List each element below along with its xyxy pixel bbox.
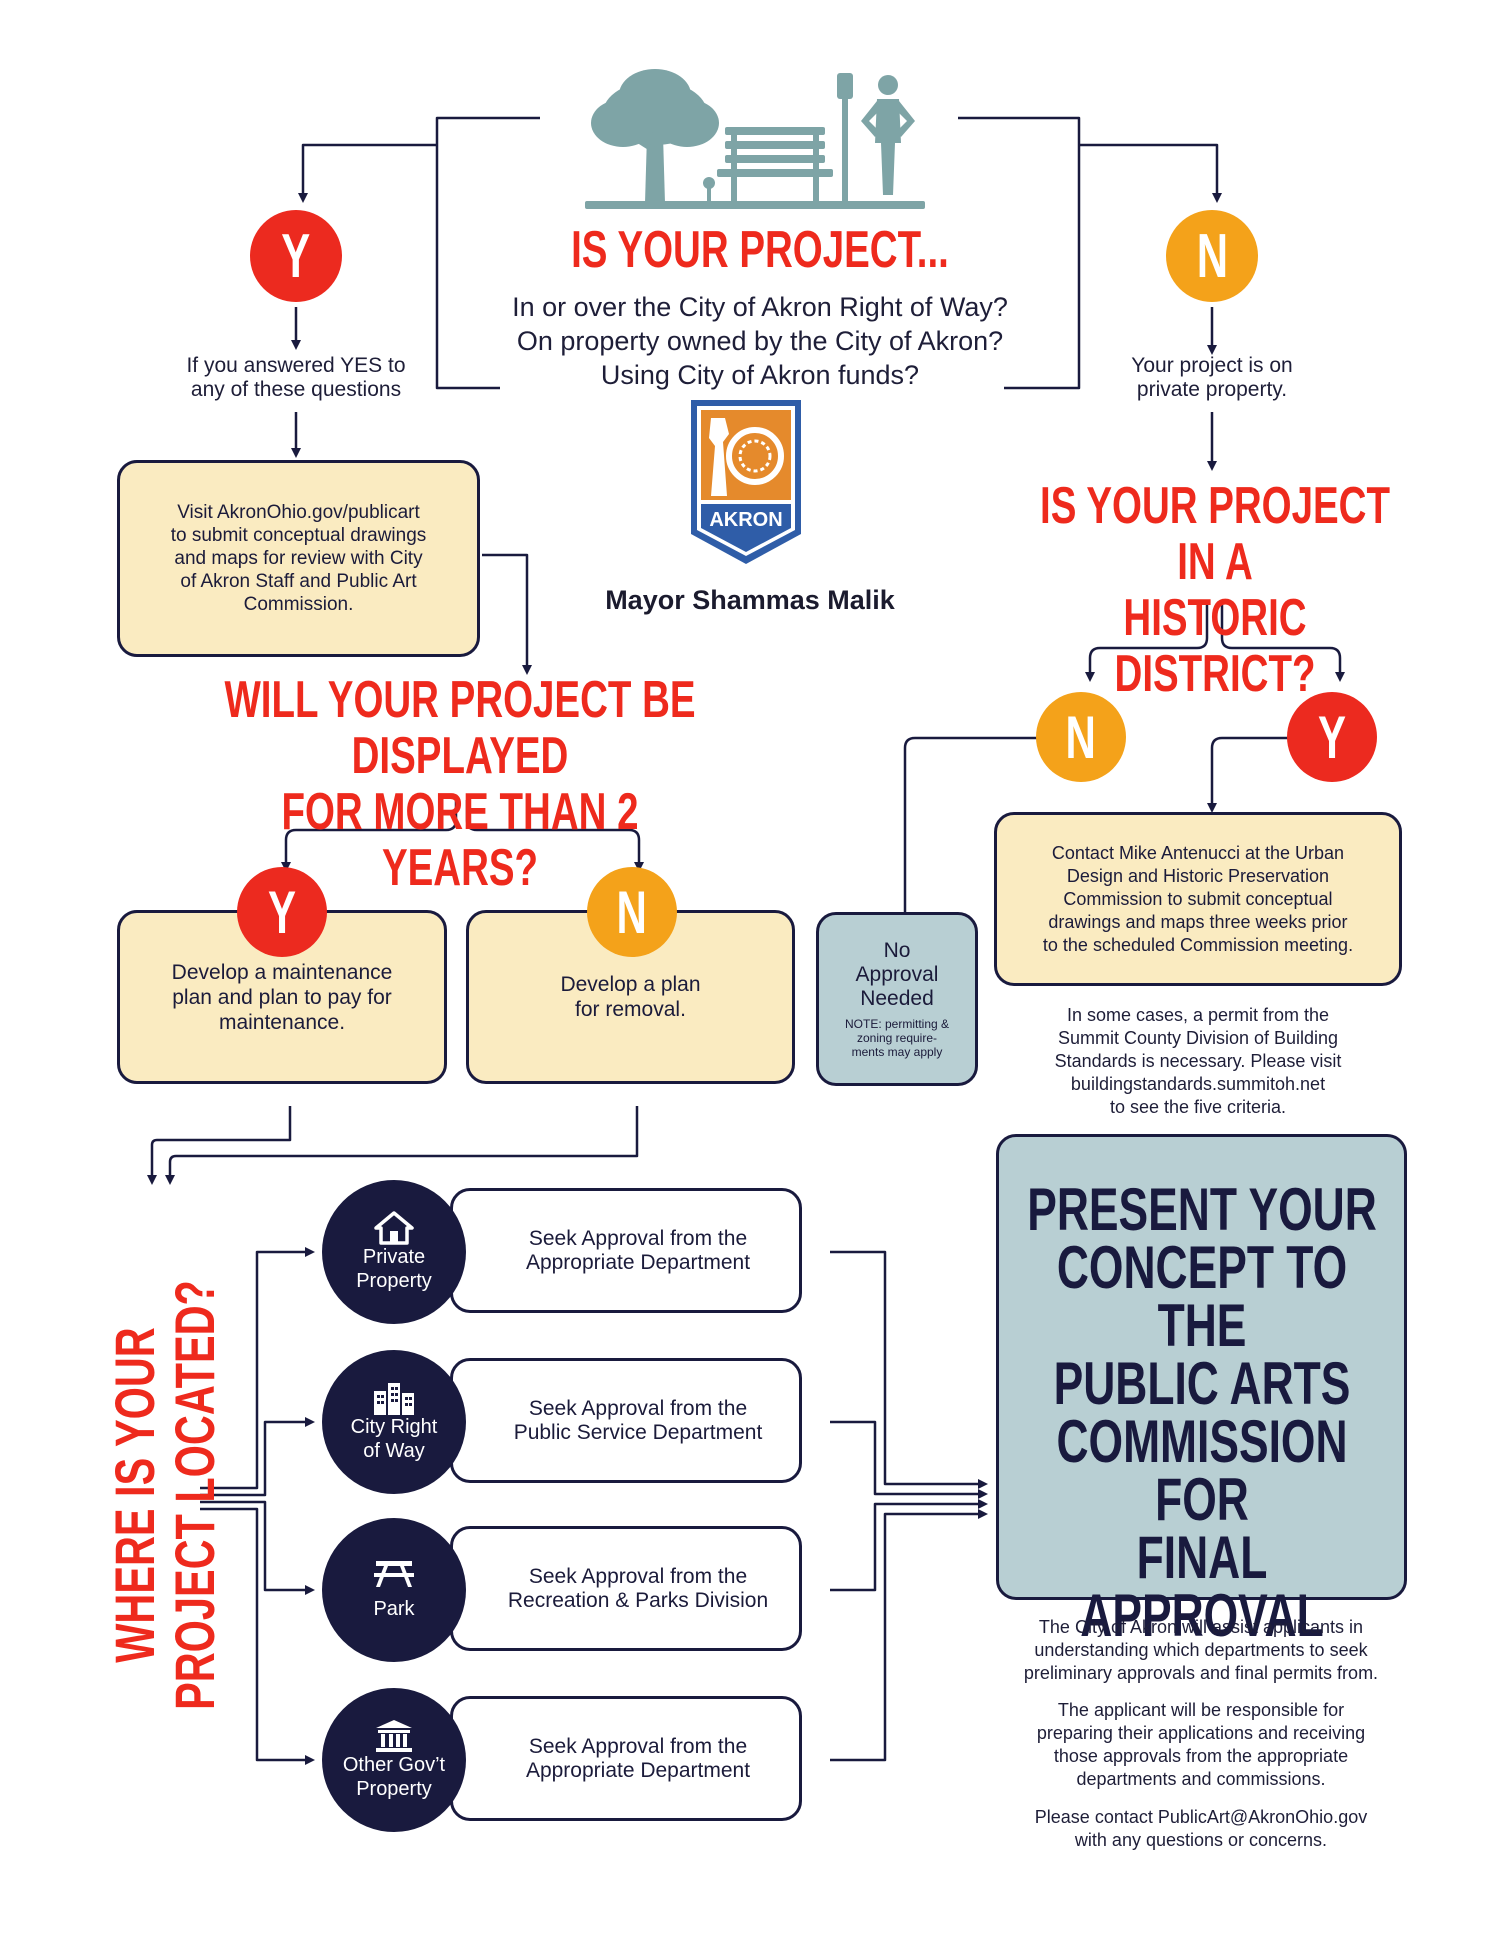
location-city-right-of-way: City Right of Way	[322, 1350, 466, 1494]
question-right-of-way: In or over the City of Akron Right of Wa…	[512, 292, 1008, 322]
question-city-funds: Using City of Akron funds?	[600, 360, 920, 390]
yes-note: If you answered YES to any of these ques…	[186, 354, 406, 401]
contact-preservation-box: Contact Mike Antenucci at the Urban Desi…	[994, 812, 1402, 986]
question-city-property: On property owned by the City of Akron?	[516, 326, 1004, 356]
display-heading: WILL YOUR PROJECT BE DISPLAYED FOR MORE …	[224, 671, 696, 897]
historic-yes-badge: Y	[1287, 692, 1377, 782]
location-private-property: Private Property	[322, 1180, 466, 1324]
location-other-gov-property: Other Gov’t Property	[322, 1688, 466, 1832]
assist-note: The City of Akron will assist applicants…	[1023, 1617, 1379, 1683]
submit-conceptual-box: Visit AkronOhio.gov/publicart to submit …	[117, 460, 480, 657]
no-approval-title: No Approval Needed	[855, 939, 939, 1010]
no-approval-note: NOTE: permitting & zoning require- ments…	[844, 1017, 950, 1059]
yes-badge-top: Y	[250, 210, 342, 302]
government-building-icon	[376, 1720, 412, 1752]
contact-note: Please contact PublicArt@AkronOhio.gov w…	[1034, 1807, 1368, 1850]
akron-logo-text: AKRON	[709, 509, 782, 531]
seek-approval-box-right-of-way: Seek Approval from the Public Service De…	[450, 1358, 802, 1483]
location-label: Park	[373, 1598, 415, 1620]
final-approval-box: PRESENT YOUR CONCEPT TO THE PUBLIC ARTS …	[996, 1134, 1407, 1646]
location-park: Park	[322, 1518, 466, 1662]
location-label: Private Property	[356, 1246, 432, 1292]
historic-no-badge: N	[1036, 692, 1126, 782]
seek-approval-box-private: Seek Approval from the Appropriate Depar…	[450, 1188, 802, 1313]
picnic-table-icon	[374, 1561, 414, 1587]
final-approval-heading: PRESENT YOUR CONCEPT TO THE PUBLIC ARTS …	[1026, 1176, 1377, 1649]
seek-approval-box-park: Seek Approval from the Recreation & Park…	[450, 1526, 802, 1651]
park-illustration	[585, 69, 925, 209]
seek-approval-box-other-gov: Seek Approval from the Appropriate Depar…	[450, 1696, 802, 1821]
buildings-icon	[374, 1383, 414, 1415]
top-heading: IS YOUR PROJECT...	[571, 221, 949, 279]
mayor-name: Mayor Shammas Malik	[605, 585, 895, 615]
responsibility-note: The applicant will be responsible for pr…	[1036, 1700, 1366, 1789]
house-icon	[374, 1211, 414, 1245]
akron-logo-icon: AKRON	[691, 400, 801, 564]
location-heading: WHERE IS YOUR PROJECT LOCATED?	[103, 1280, 226, 1710]
no-approval-box: No Approval Needed NOTE: permitting & zo…	[816, 912, 978, 1086]
permit-note: In some cases, a permit from the Summit …	[1054, 1005, 1342, 1117]
historic-heading: IS YOUR PROJECT IN A HISTORIC DISTRICT?	[1040, 477, 1390, 703]
display-yes-badge: Y	[237, 867, 327, 957]
private-property-note: Your project is on private property.	[1131, 354, 1293, 401]
location-label: Other Gov’t Property	[342, 1754, 446, 1800]
no-badge-top: N	[1166, 210, 1258, 302]
display-no-badge: N	[587, 867, 677, 957]
top-questions: In or over the City of Akron Right of Wa…	[440, 290, 1080, 392]
location-label: City Right of Way	[350, 1416, 438, 1462]
